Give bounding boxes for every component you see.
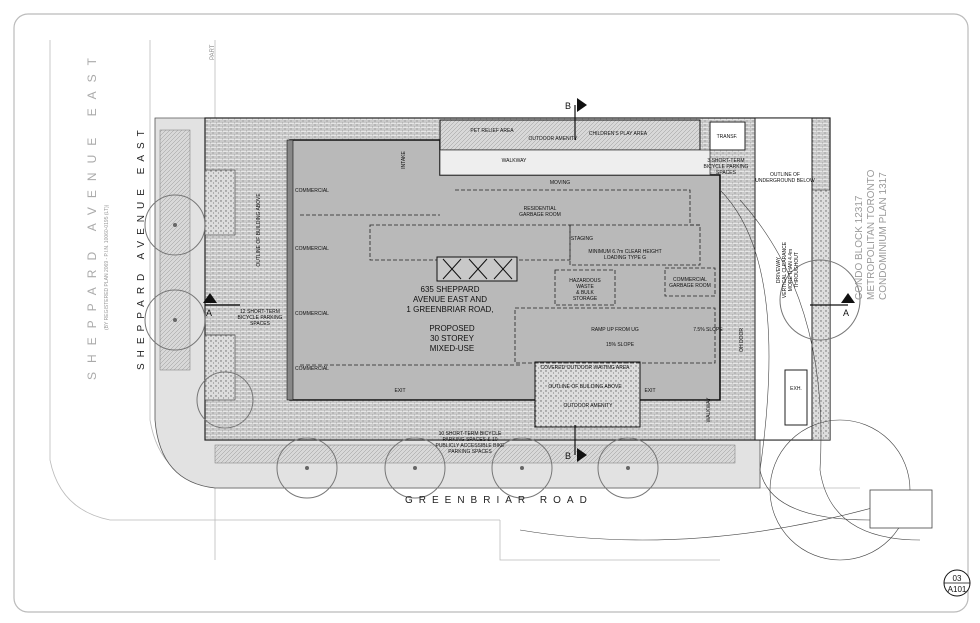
svg-text:10 SHORT-TERM BICYCLE: 10 SHORT-TERM BICYCLE [439, 431, 502, 437]
outdoor-amenity-north [439, 119, 701, 151]
svg-text:CONDOMINIUM PLAN 1317: CONDOMINIUM PLAN 1317 [878, 172, 889, 300]
svg-text:BICYCLE PARKING: BICYCLE PARKING [238, 315, 283, 321]
svg-text:PARKING SPACES: PARKING SPACES [448, 449, 492, 455]
svg-text:PARKING SPACES & 10: PARKING SPACES & 10 [442, 437, 497, 443]
svg-text:EXH.: EXH. [790, 386, 802, 392]
svg-text:MIXED-USE: MIXED-USE [430, 344, 474, 353]
svg-text:HAZARDOUS: HAZARDOUS [569, 278, 601, 284]
svg-text:WASTE: WASTE [576, 284, 594, 290]
elevator-core [436, 256, 518, 282]
turning-paths [519, 189, 921, 561]
svg-text:OUTLINE OF BUILDING ABOVE: OUTLINE OF BUILDING ABOVE [548, 384, 622, 390]
svg-text:COMMERCIAL: COMMERCIAL [295, 311, 329, 317]
svg-text:PROPOSED: PROPOSED [429, 324, 475, 333]
west-wall [286, 139, 294, 401]
svg-text:MINIMUM 6.7m CLEAR HEIGHT: MINIMUM 6.7m CLEAR HEIGHT [588, 249, 661, 255]
svg-text:OUTLINE OF BUILDING ABOVE: OUTLINE OF BUILDING ABOVE [256, 193, 262, 267]
bike-rack-offsite [869, 489, 933, 529]
svg-text:OUTDOOR AMENITY: OUTDOOR AMENITY [529, 136, 579, 142]
svg-text:CHILDREN'S PLAY AREA: CHILDREN'S PLAY AREA [589, 131, 648, 137]
svg-text:B: B [565, 101, 571, 111]
svg-text:SPACES: SPACES [250, 321, 271, 327]
svg-text:COMMERCIAL: COMMERCIAL [295, 246, 329, 252]
room-labels: COMMERCIAL COMMERCIAL COMMERCIAL COMMERC… [238, 128, 815, 455]
project-label: 635 SHEPPARD AVENUE EAST AND 1 GREENBRIA… [406, 285, 493, 353]
svg-text:3 SHORT-TERM: 3 SHORT-TERM [707, 158, 744, 164]
svg-text:LOADING TYPE G: LOADING TYPE G [604, 255, 646, 261]
svg-text:& BULK: & BULK [576, 290, 594, 296]
planter-west-2 [204, 334, 236, 401]
svg-text:RAMP UP FROM UG: RAMP UP FROM UG [591, 327, 639, 333]
svg-text:03: 03 [953, 574, 962, 583]
svg-text:COVERED OUTDOOR WAITING AREA: COVERED OUTDOOR WAITING AREA [541, 365, 631, 371]
svg-text:MOVING: MOVING [550, 180, 570, 186]
svg-text:7.5% SLOPE: 7.5% SLOPE [693, 327, 723, 333]
svg-text:GARBAGE ROOM: GARBAGE ROOM [519, 212, 561, 218]
section-marker-a-west: A [203, 293, 240, 318]
svg-text:WALKWAY: WALKWAY [502, 158, 527, 164]
neighbour-label: CONDO BLOCK 12317 METROPOLITAN TORONTO C… [854, 169, 889, 300]
sheet-reference-bubble: 03 A101 [943, 569, 971, 597]
svg-text:B: B [565, 451, 571, 461]
svg-text:UNDERGROUND BELOW: UNDERGROUND BELOW [755, 178, 815, 184]
svg-text:MORE THAN 4.4m: MORE THAN 4.4m [788, 249, 794, 291]
svg-text:VERTICAL CLEARANCE: VERTICAL CLEARANCE [782, 241, 788, 298]
street-note-sheppard: (BY REGISTERED PLAN 2069 - P.I.N. 10060-… [104, 204, 110, 330]
svg-text:EXIT: EXIT [394, 388, 405, 394]
exhaust-shaft [784, 369, 808, 426]
interior-rooms [300, 189, 716, 366]
svg-text:DRIVEWAY: DRIVEWAY [776, 256, 782, 283]
svg-text:OUTDOOR AMENITY: OUTDOOR AMENITY [564, 403, 614, 409]
svg-text:PUBLICLY ACCESSIBLE BIKE: PUBLICLY ACCESSIBLE BIKE [435, 443, 505, 449]
svg-text:WALKWAY: WALKWAY [706, 397, 712, 422]
svg-text:INTAKE: INTAKE [401, 150, 407, 168]
svg-text:STORAGE: STORAGE [573, 296, 598, 302]
svg-text:15% SLOPE: 15% SLOPE [606, 342, 635, 348]
svg-text:30 STOREY: 30 STOREY [430, 334, 475, 343]
trees [144, 194, 861, 499]
svg-text:BICYCLE PARKING: BICYCLE PARKING [704, 164, 749, 170]
walkway-north [439, 149, 711, 176]
svg-text:RESIDENTIAL: RESIDENTIAL [524, 206, 557, 212]
svg-text:SPACES: SPACES [716, 170, 737, 176]
planter-west-1 [204, 169, 236, 236]
svg-text:TRANSF.: TRANSF. [717, 134, 738, 140]
svg-text:COMMERCIAL: COMMERCIAL [295, 188, 329, 194]
tree-centres [173, 223, 630, 470]
section-marker-b-north: B [565, 98, 587, 140]
svg-text:635 SHEPPARD: 635 SHEPPARD [421, 285, 480, 294]
svg-text:METROPOLITAN TORONTO: METROPOLITAN TORONTO [866, 169, 877, 300]
svg-text:OUTLINE OF: OUTLINE OF [770, 172, 800, 178]
sheppard-planting-strip [159, 129, 191, 371]
planter-east [811, 189, 831, 441]
svg-text:COMMERCIAL: COMMERCIAL [673, 277, 707, 283]
section-marker-a-east: A [810, 293, 855, 318]
svg-text:EXIT: EXIT [644, 388, 655, 394]
svg-text:STAGING: STAGING [571, 236, 593, 242]
street-label-sheppard-large: SHEPPARD AVENUE EAST [85, 49, 99, 380]
svg-text:1 GREENBRIAR ROAD,: 1 GREENBRIAR ROAD, [406, 305, 493, 314]
part-plan-label: PART [210, 44, 216, 60]
svg-text:PET RELIEF AREA: PET RELIEF AREA [470, 128, 514, 134]
rotated-labels: OUTLINE OF BUILDING ABOVE DRIVEWAY VERTI… [256, 150, 800, 422]
svg-text:THROUGHOUT: THROUGHOUT [794, 252, 800, 288]
street-label-greenbriar: GREENBRIAR ROAD [405, 495, 593, 506]
svg-text:A101: A101 [948, 585, 967, 594]
outdoor-amenity-south [534, 361, 641, 428]
svg-text:COMMERCIAL: COMMERCIAL [295, 366, 329, 372]
svg-text:GARBAGE ROOM: GARBAGE ROOM [669, 283, 711, 289]
transformer [709, 121, 746, 151]
svg-text:A: A [206, 308, 212, 318]
svg-text:AVENUE EAST AND: AVENUE EAST AND [413, 295, 487, 304]
svg-text:OH DOOR: OH DOOR [739, 328, 745, 352]
svg-text:12 SHORT-TERM: 12 SHORT-TERM [240, 309, 280, 315]
street-label-sheppard-small: SHEPPARD AVENUE EAST [136, 124, 147, 370]
svg-text:CONDO BLOCK 12317: CONDO BLOCK 12317 [854, 195, 865, 300]
svg-text:A: A [843, 308, 849, 318]
greenbriar-planting-strip [214, 444, 736, 464]
section-marker-b-south: B [565, 425, 587, 462]
